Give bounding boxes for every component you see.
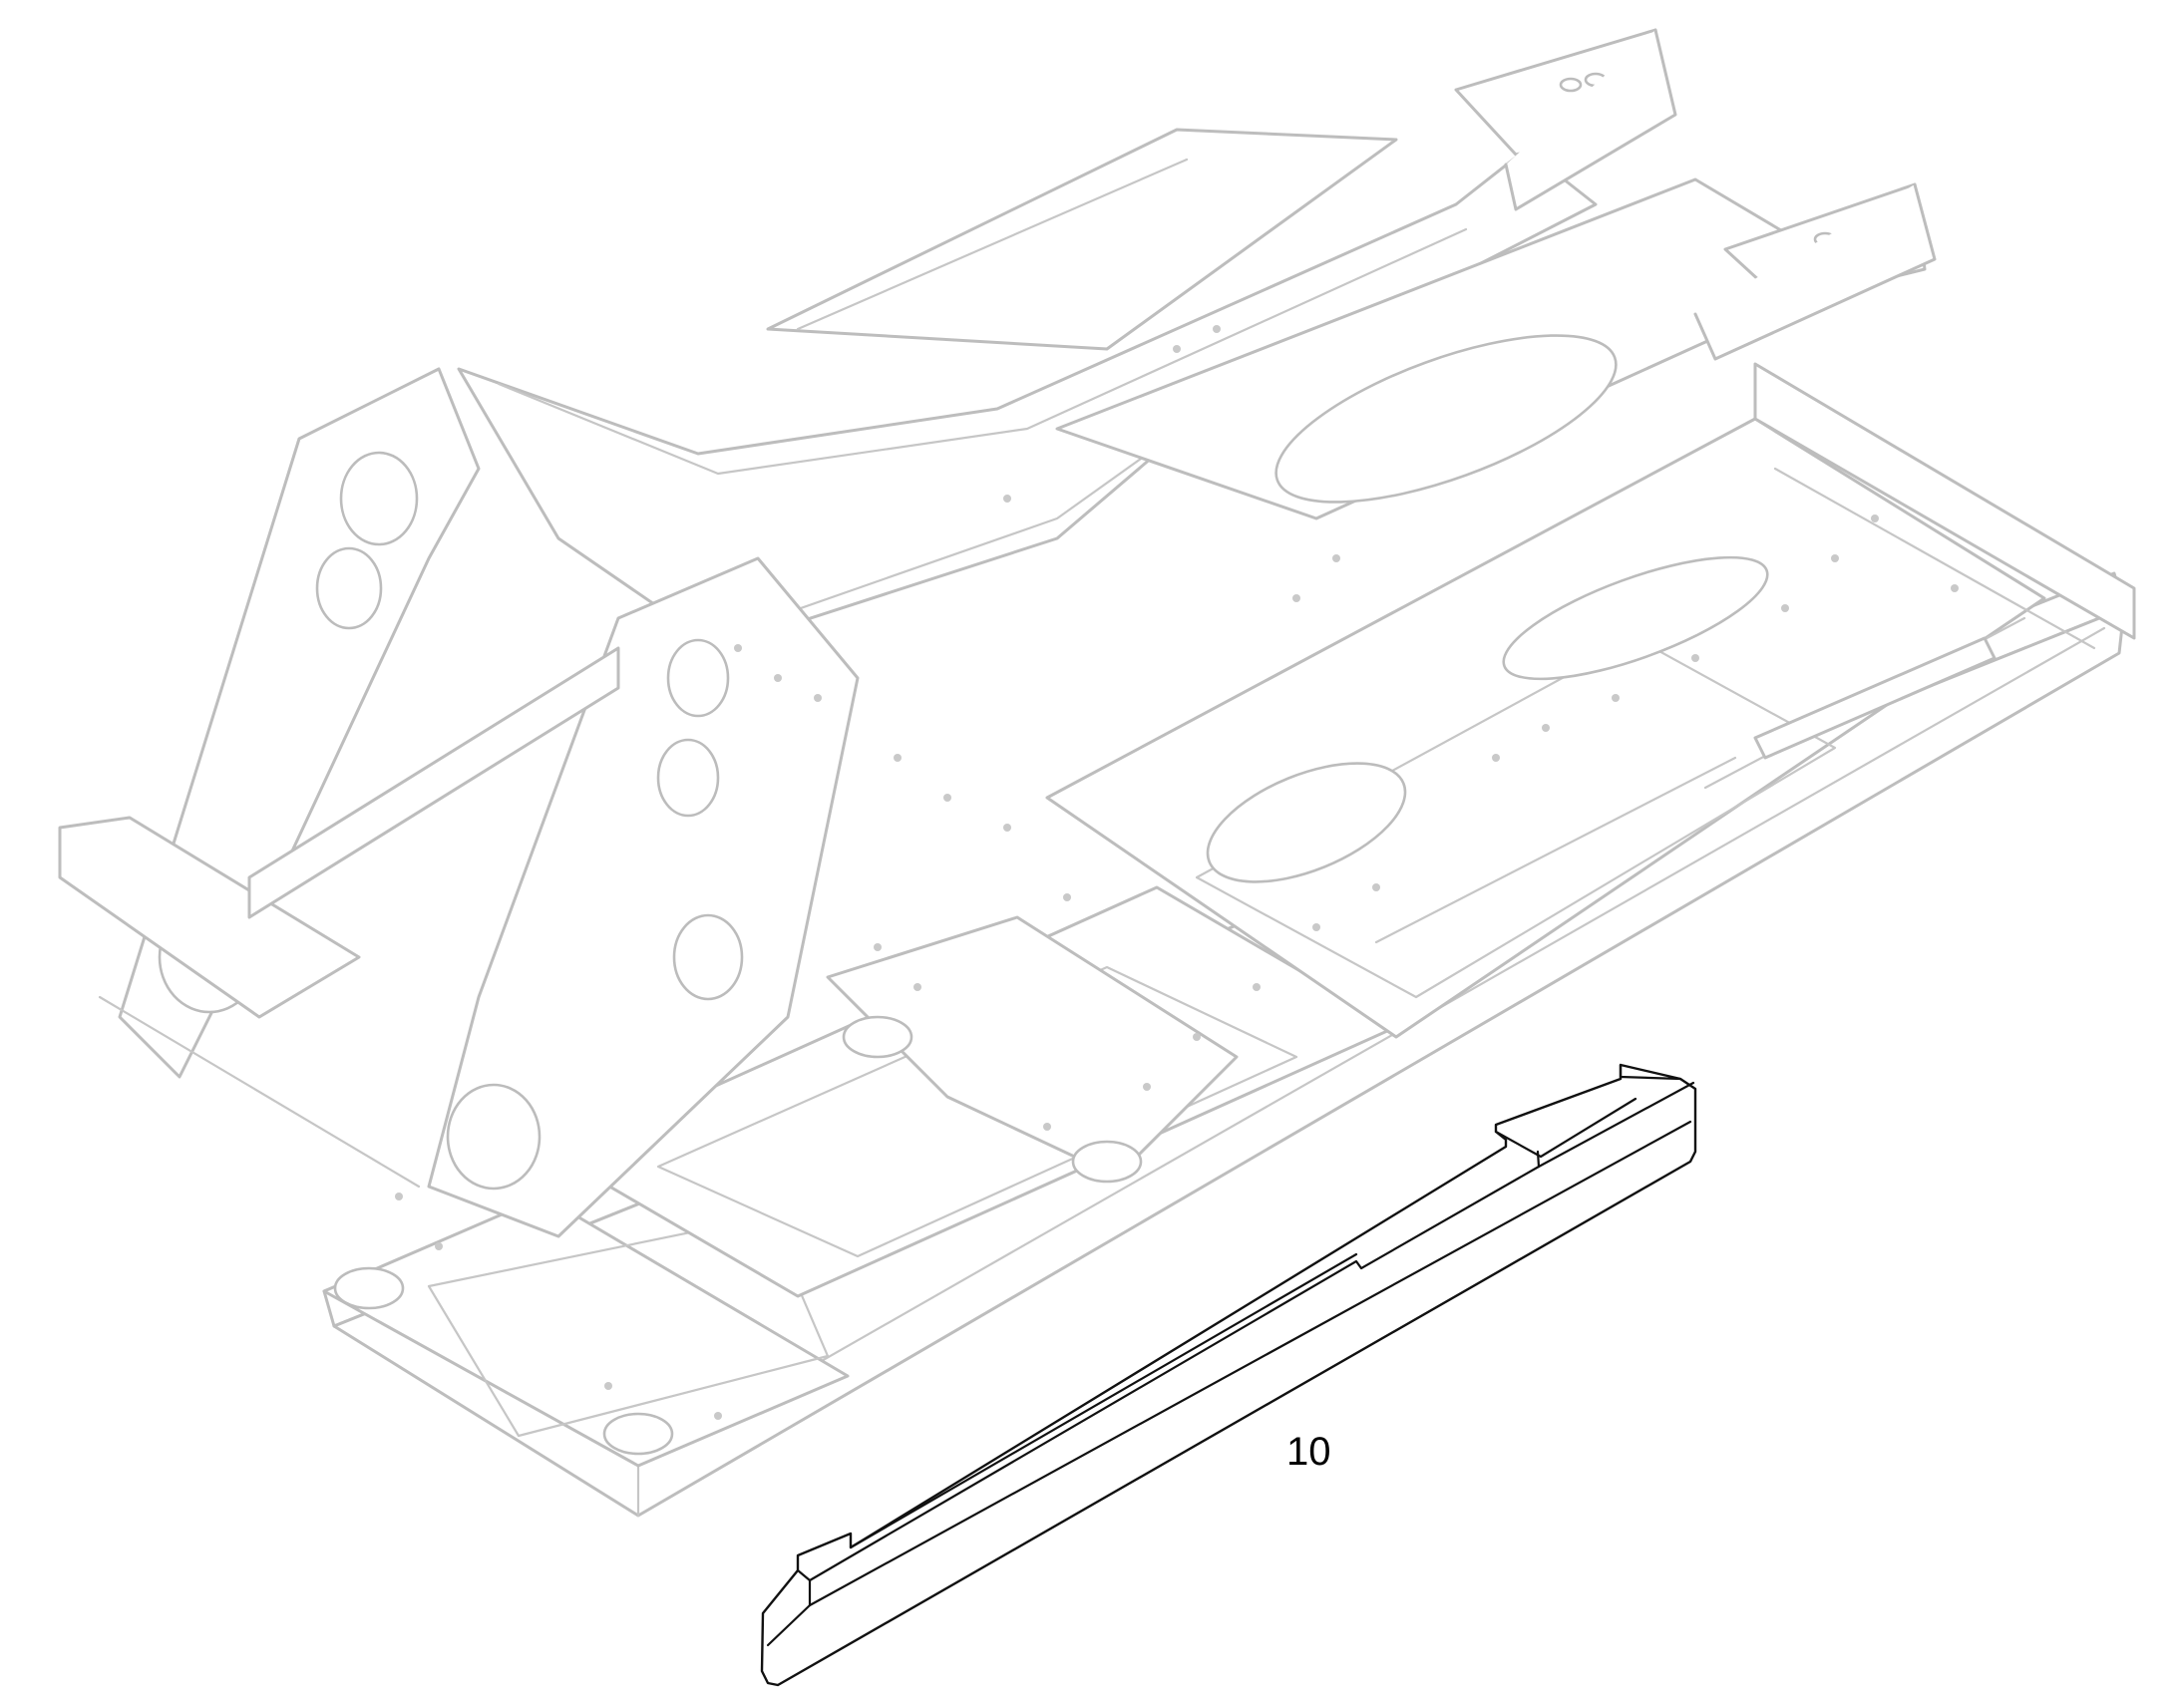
callout-label-10: 10 <box>1286 1430 1331 1474</box>
part-10-channel <box>760 1063 1697 1687</box>
main-frame-ghost <box>58 28 2136 1518</box>
